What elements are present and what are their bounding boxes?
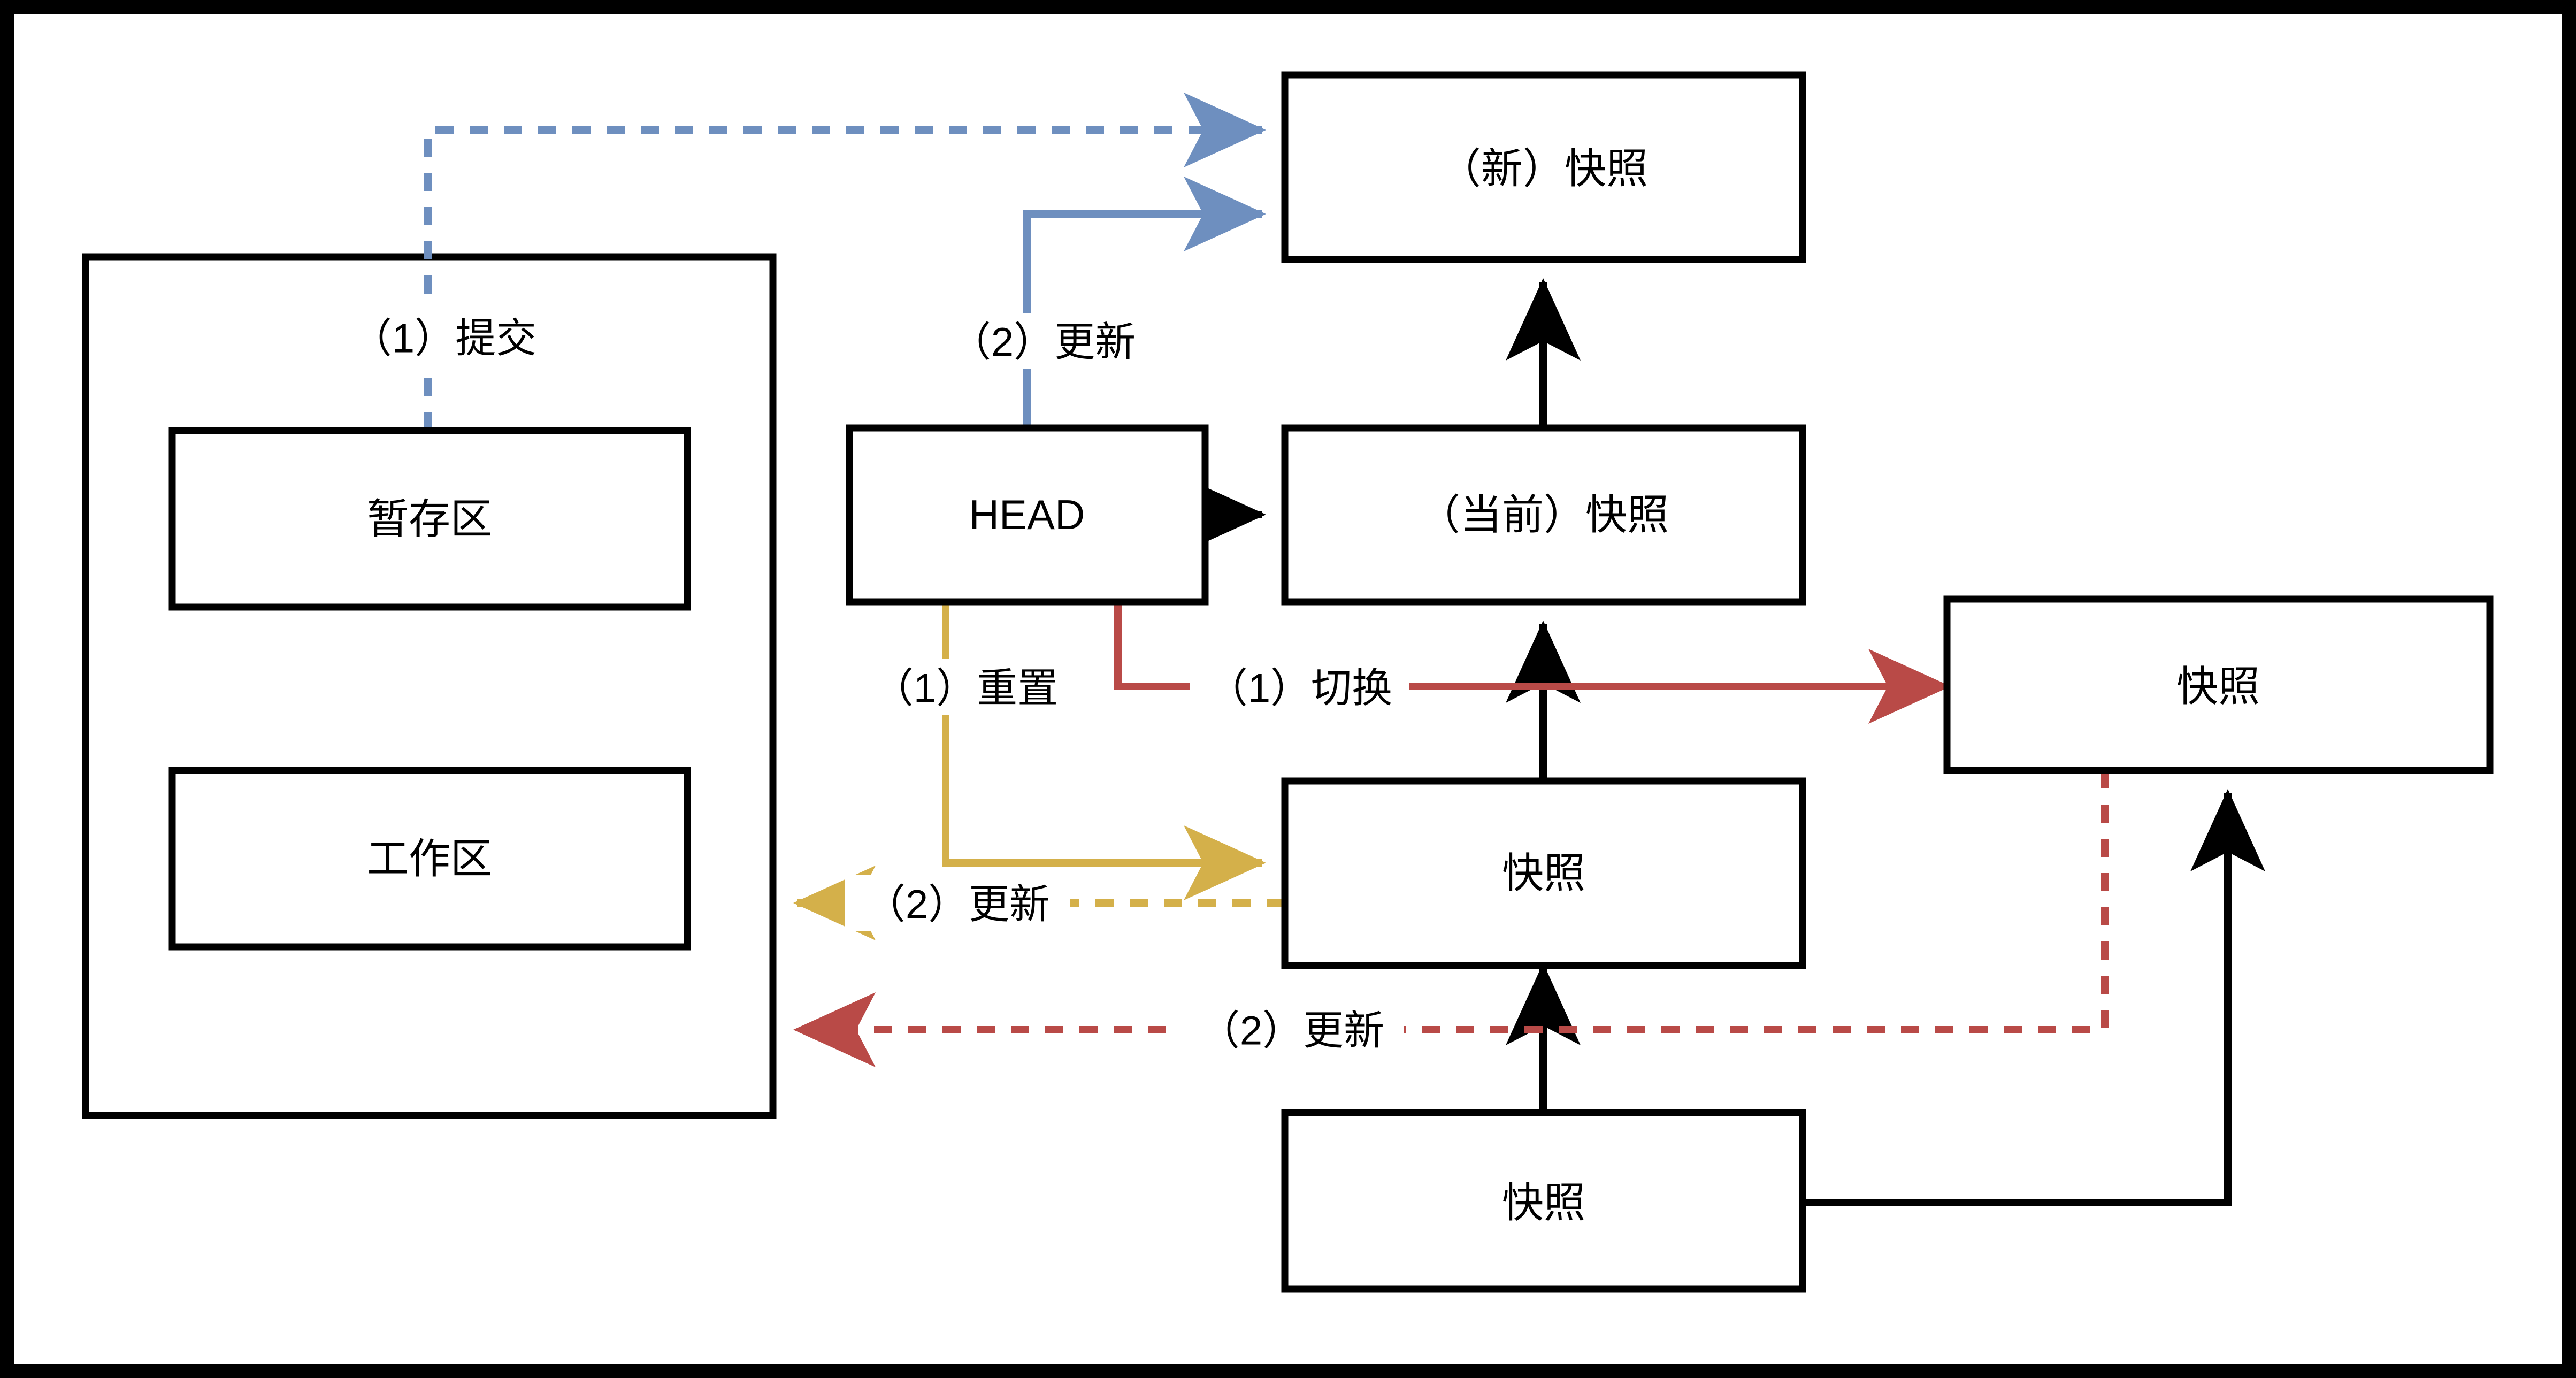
current-snapshot-box[interactable]: （当前）快照 bbox=[1281, 424, 1806, 606]
label-update-red: （2）更新 bbox=[1179, 1001, 1404, 1058]
repo-container-box[interactable] bbox=[82, 253, 777, 1119]
label-checkout-text: （1）切换 bbox=[1207, 666, 1392, 711]
label-reset-text: （1）重置 bbox=[873, 666, 1058, 711]
snapshot-bottom-label: 快照 bbox=[1502, 1179, 1585, 1226]
label-update-gold: （2）更新 bbox=[845, 875, 1070, 931]
working-label: 工作区 bbox=[367, 835, 492, 882]
head-box[interactable]: HEAD bbox=[846, 424, 1209, 606]
edge-commit-dashed bbox=[424, 93, 1266, 431]
snapshot-right-label: 快照 bbox=[2176, 663, 2260, 710]
label-commit: （1）提交 bbox=[332, 309, 556, 365]
label-update-red-text: （2）更新 bbox=[1199, 1008, 1384, 1054]
staging-box[interactable]: 暂存区 bbox=[168, 427, 691, 611]
new-snapshot-box[interactable]: （新）快照 bbox=[1281, 71, 1806, 263]
label-update-head-new-text: （2）更新 bbox=[950, 320, 1136, 365]
label-checkout: （1）切换 bbox=[1190, 659, 1409, 715]
edge-bottom-to-right bbox=[1803, 789, 2265, 1206]
working-box[interactable]: 工作区 bbox=[168, 767, 691, 951]
label-update-gold-text: （2）更新 bbox=[865, 882, 1050, 928]
label-update-head-new: （2）更新 bbox=[931, 313, 1155, 369]
new-snapshot-label: （新）快照 bbox=[1439, 145, 1648, 192]
head-label: HEAD bbox=[969, 491, 1085, 538]
snapshot-mid-box[interactable]: 快照 bbox=[1281, 777, 1806, 969]
label-commit-text: （1）提交 bbox=[351, 316, 536, 362]
edge-checkout-red bbox=[1114, 602, 1951, 724]
current-snapshot-label: （当前）快照 bbox=[1419, 491, 1669, 538]
staging-label: 暂存区 bbox=[367, 495, 492, 542]
snapshot-right-box[interactable]: 快照 bbox=[1943, 595, 2494, 774]
label-reset: （1）重置 bbox=[856, 659, 1075, 715]
snapshot-bottom-box[interactable]: 快照 bbox=[1281, 1109, 1806, 1293]
snapshot-mid-label: 快照 bbox=[1502, 849, 1585, 897]
